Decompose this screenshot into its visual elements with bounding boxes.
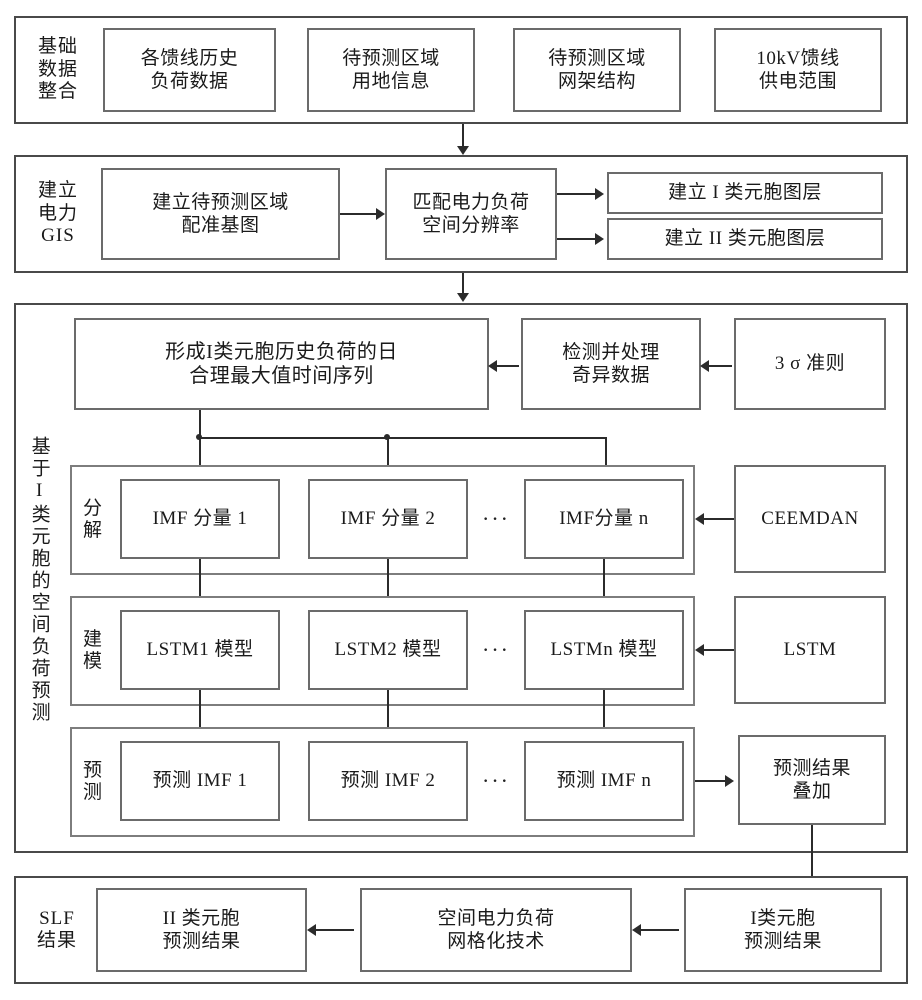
ellipsis-model: ···	[482, 637, 510, 662]
box-prediction-result-superposition[interactable]: 预测结果 叠加	[738, 735, 886, 825]
bus-series-stem	[199, 410, 201, 437]
box-ceemdan[interactable]: CEEMDAN	[734, 465, 886, 573]
section-slf-result-label: SLF 结果	[36, 907, 77, 951]
section-power-gis-label: 建立 电力 GIS	[37, 180, 78, 247]
connector-lstm1-to-pred1	[199, 690, 201, 738]
box-class2-cell-prediction-result[interactable]: II 类元胞 预测结果	[96, 888, 307, 972]
branch-to-imf1	[199, 437, 201, 478]
arrowhead-lstm-to-lstmn	[695, 644, 704, 656]
box-10kv-feeder-supply-range[interactable]: 10kV馈线 供电范围	[714, 28, 882, 112]
box-lstm2-model[interactable]: LSTM2 模型	[308, 610, 468, 690]
box-lstm1-model[interactable]: LSTM1 模型	[120, 610, 280, 690]
box-match-load-spatial-resolution[interactable]: 匹配电力负荷 空间分辨率	[385, 168, 557, 260]
connector-resolution-to-layer1	[557, 193, 595, 195]
box-build-class2-cell-layer[interactable]: 建立 II 类元胞图层	[607, 218, 883, 260]
connector-lstm2-to-pred2	[387, 690, 389, 738]
ellipsis-predict: ···	[482, 768, 510, 793]
bus-series-horizontal	[199, 437, 607, 439]
connector-gridding-to-class2	[316, 929, 354, 931]
box-three-sigma-rule[interactable]: 3 σ 准则	[734, 318, 886, 410]
box-lstmn-model[interactable]: LSTMn 模型	[524, 610, 684, 690]
arrowhead-class1-to-gridding	[632, 924, 641, 936]
connector-outlier-to-series	[497, 365, 519, 367]
connector-basemap-to-resolution	[340, 213, 376, 215]
branch-to-imf2	[387, 437, 389, 478]
box-detect-process-outliers[interactable]: 检测并处理 奇异数据	[521, 318, 701, 410]
box-imf-component-n[interactable]: IMF分量 n	[524, 479, 684, 559]
connector-lstm-to-lstmn	[704, 649, 734, 651]
arrowhead-gridding-to-class2	[307, 924, 316, 936]
arrowhead-resolution-to-layer2	[595, 233, 604, 245]
connector-imf1-to-lstm1	[199, 559, 201, 607]
group-decompose-label: 分 解	[82, 497, 103, 541]
box-build-class1-cell-layer[interactable]: 建立 I 类元胞图层	[607, 172, 883, 214]
box-lstm-method[interactable]: LSTM	[734, 596, 886, 704]
box-predicted-imf-1[interactable]: 预测 IMF 1	[120, 741, 280, 821]
connector-gis-to-forecast	[462, 273, 464, 295]
arrowhead-gis-to-forecast	[457, 293, 469, 302]
connector-3sigma-to-outlier	[709, 365, 732, 367]
box-predicted-imf-2[interactable]: 预测 IMF 2	[308, 741, 468, 821]
box-target-area-grid-structure[interactable]: 待预测区域 网架结构	[513, 28, 681, 112]
connector-resolution-to-layer2	[557, 238, 595, 240]
box-imf-component-2[interactable]: IMF 分量 2	[308, 479, 468, 559]
box-build-registration-base-map[interactable]: 建立待预测区域 配准基图	[101, 168, 340, 260]
box-predicted-imf-n[interactable]: 预测 IMF n	[524, 741, 684, 821]
group-model-label: 建 模	[82, 628, 103, 672]
arrowhead-predn-to-sum	[725, 775, 734, 787]
connector-lstmn-to-predn	[603, 690, 605, 738]
box-spatial-load-gridding-technology[interactable]: 空间电力负荷 网格化技术	[360, 888, 632, 972]
arrowhead-ceemdan-to-imfn	[695, 513, 704, 525]
arrowhead-3sigma-to-outlier	[700, 360, 709, 372]
connector-basic-to-gis	[462, 124, 464, 148]
connector-ceemdan-to-imfn	[704, 518, 734, 520]
connector-class1-to-gridding	[641, 929, 679, 931]
section-basic-data-label: 基础 数据 整合	[37, 36, 78, 103]
section-spatial-forecast-label: 基于I类元胞的空间负荷预测	[28, 436, 50, 724]
box-imf-component-1[interactable]: IMF 分量 1	[120, 479, 280, 559]
box-feeder-history-load[interactable]: 各馈线历史 负荷数据	[103, 28, 276, 112]
arrowhead-resolution-to-layer1	[595, 188, 604, 200]
group-predict-label: 预 测	[82, 759, 103, 803]
arrowhead-basemap-to-resolution	[376, 208, 385, 220]
ellipsis-decompose: ···	[482, 506, 510, 531]
box-daily-max-time-series[interactable]: 形成I类元胞历史负荷的日 合理最大值时间序列	[74, 318, 489, 410]
connector-imfn-to-lstmn	[603, 559, 605, 607]
arrowhead-basic-to-gis	[457, 146, 469, 155]
connector-sum-to-class1-result	[811, 825, 813, 887]
branch-to-imfn	[605, 437, 607, 478]
box-target-area-land-use[interactable]: 待预测区域 用地信息	[307, 28, 475, 112]
arrowhead-outlier-to-series	[488, 360, 497, 372]
box-class1-cell-prediction-result[interactable]: I类元胞 预测结果	[684, 888, 882, 972]
connector-imf2-to-lstm2	[387, 559, 389, 607]
connector-predn-to-sum	[695, 780, 725, 782]
